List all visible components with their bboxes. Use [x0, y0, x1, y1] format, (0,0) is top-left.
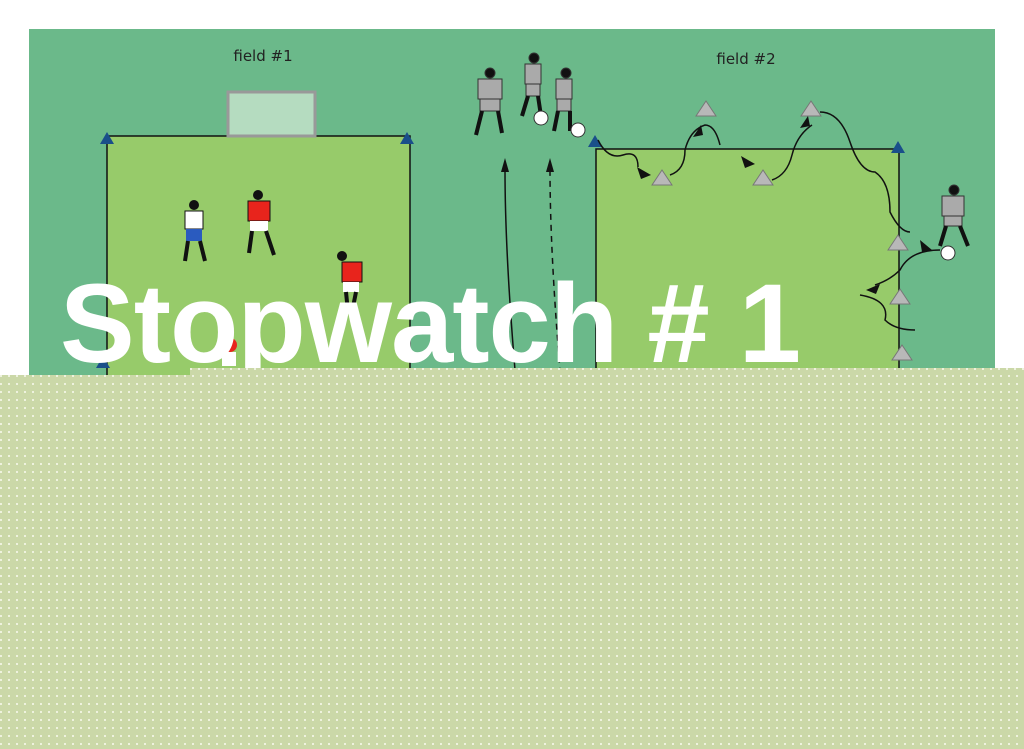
player-red	[337, 251, 363, 313]
cone-icon	[651, 100, 913, 361]
player-red	[222, 338, 237, 366]
content-panel-top	[190, 368, 1024, 378]
field-1-label: field #1	[233, 47, 292, 65]
field-2-label: field #2	[716, 50, 775, 68]
arrow-icon	[501, 116, 932, 294]
cone-icon	[96, 132, 905, 368]
dribble-path	[504, 111, 941, 371]
ball-icon	[533, 110, 956, 261]
goal	[226, 90, 317, 138]
player-grey	[474, 52, 970, 247]
slide-title: Stopwatch # 1	[60, 261, 801, 386]
player-white	[183, 200, 207, 262]
field-2	[595, 148, 900, 400]
player-red	[247, 190, 276, 256]
content-panel	[0, 375, 1024, 749]
